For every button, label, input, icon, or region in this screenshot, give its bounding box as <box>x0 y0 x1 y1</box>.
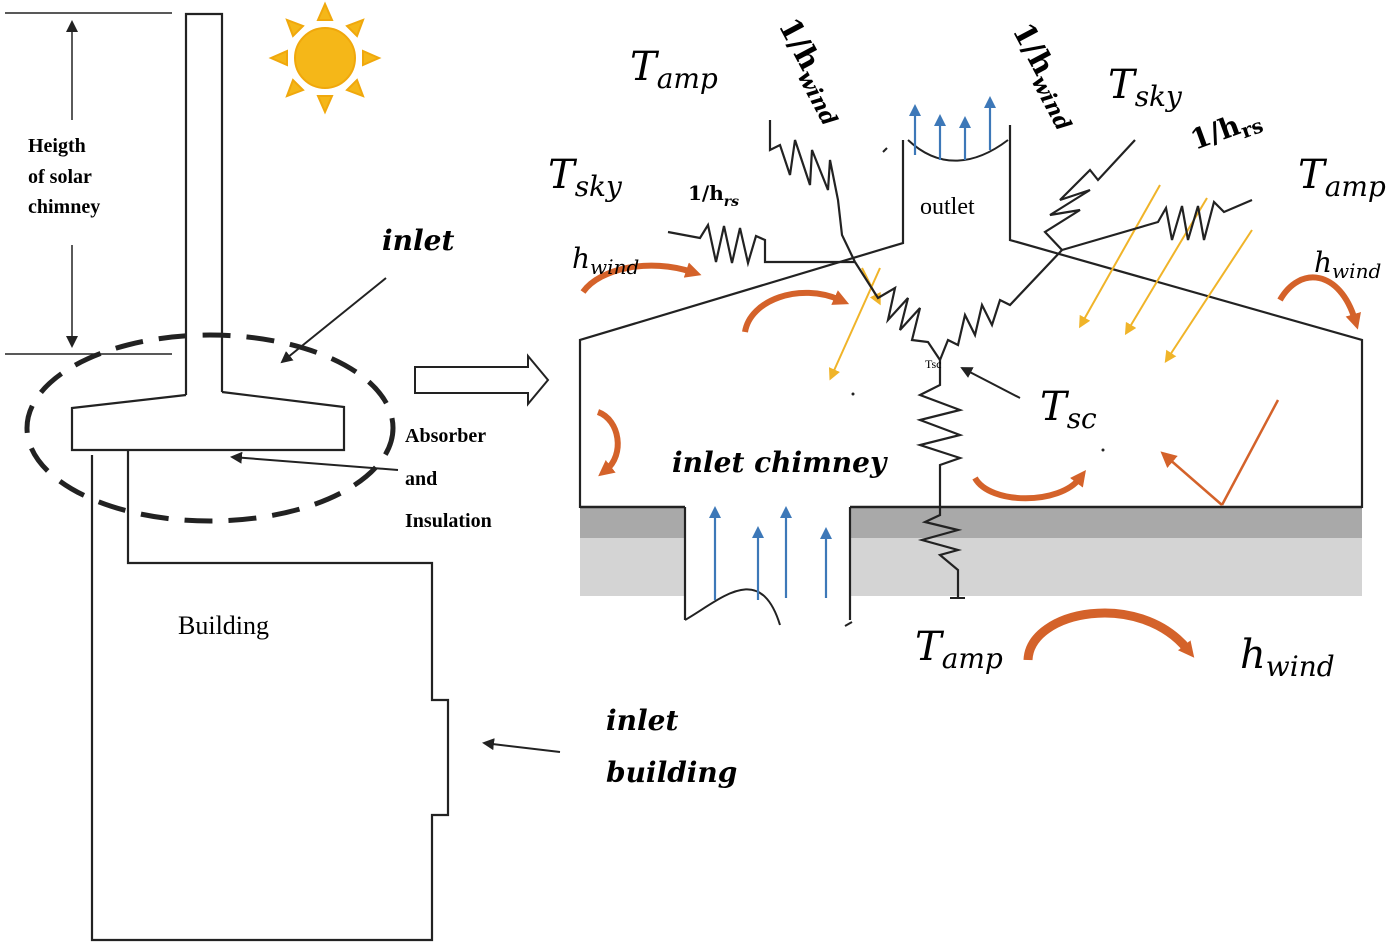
inlet-building-label-2: building <box>606 756 737 789</box>
inlet-chimney-tick <box>844 621 853 627</box>
resistor-wind-left <box>768 120 856 263</box>
absorber-label-1: Absorber <box>405 425 486 447</box>
height-label-2: of solar <box>28 166 92 188</box>
label-hwind-bottom: hwind <box>1240 632 1335 683</box>
absorber-plate-outline <box>70 390 346 452</box>
label-one-over-hrs-left: 1/hrs <box>688 181 739 210</box>
absorber-label-3: Insulation <box>405 510 492 532</box>
solar-radiation-arrows <box>828 184 1253 381</box>
right-detail-figure: outlet <box>548 12 1386 683</box>
height-label-3: chimney <box>28 196 100 218</box>
absorber-pointer-arrow <box>230 451 399 471</box>
label-tamp-right: Tamp <box>1298 152 1386 203</box>
label-one-over-hwind-left: 1/hwind <box>767 12 855 130</box>
resistor-right-to-center <box>938 249 1063 361</box>
resistor-left-to-center <box>854 261 941 361</box>
resistor-rs-left <box>667 222 855 268</box>
absorber-roof-outline <box>578 140 905 508</box>
resistor-center-down <box>916 360 964 598</box>
building-outline <box>90 450 450 942</box>
inlet-pointer-arrow <box>280 277 387 364</box>
dust-dot-2 <box>1101 448 1105 452</box>
building-label: Building <box>178 611 269 640</box>
label-hwind-right: hwind <box>1314 246 1381 283</box>
label-tsc: Tsc <box>1040 384 1097 435</box>
resistor-rs-right <box>1061 198 1253 252</box>
absorber-label-2: and <box>405 468 437 490</box>
thermal-resistance-network <box>667 120 1253 599</box>
label-tamp-top-left: Tamp <box>630 44 718 95</box>
insulation-light-right <box>850 538 1362 596</box>
tsc-small-label: Tsc <box>925 357 942 371</box>
dust-dot <box>851 392 855 396</box>
insulation-light-left <box>580 538 685 596</box>
convection-curves <box>580 262 1361 661</box>
sun-icon <box>268 1 382 115</box>
inlet-label: inlet <box>382 224 454 257</box>
label-one-over-hrs-right: 1/hrs <box>1186 101 1266 160</box>
inlet-chimney-curve <box>684 588 781 626</box>
outlet-label: outlet <box>920 194 975 220</box>
insulation-dark-right <box>850 508 1362 538</box>
outlet-airflow-arrows <box>909 96 996 160</box>
detail-dashed-ellipse <box>24 332 396 524</box>
height-label-1: Heigth <box>28 135 86 157</box>
label-tsky-right: Tsky <box>1108 62 1183 113</box>
label-tsky-left: Tsky <box>548 152 623 203</box>
inlet-building-pointer-arrow <box>482 738 561 753</box>
reflected-ray <box>1160 399 1280 506</box>
left-building-figure: Heigth of solar chimney inlet Absorber a… <box>5 12 737 942</box>
label-tamp-bottom: Tamp <box>915 624 1003 675</box>
inlet-chimney-walls <box>683 507 852 620</box>
inlet-chimney-label: inlet chimney <box>672 446 888 479</box>
insulation-dark-left <box>580 508 685 538</box>
label-hwind-left: hwind <box>572 242 639 279</box>
outlet-tick <box>882 147 888 153</box>
hollow-transition-arrow <box>414 353 550 407</box>
inlet-building-label-1: inlet <box>606 704 678 737</box>
outlet-curve <box>907 139 1009 162</box>
chimney-stack-outline <box>184 12 224 395</box>
absorber-roof-outline-right <box>1008 125 1364 508</box>
tsc-pointer-arrow <box>960 367 1021 399</box>
resistor-wind-right <box>1043 139 1136 251</box>
label-one-over-hwind-right: 1/hwind <box>1001 17 1089 135</box>
inlet-airflow-arrows <box>709 506 832 600</box>
